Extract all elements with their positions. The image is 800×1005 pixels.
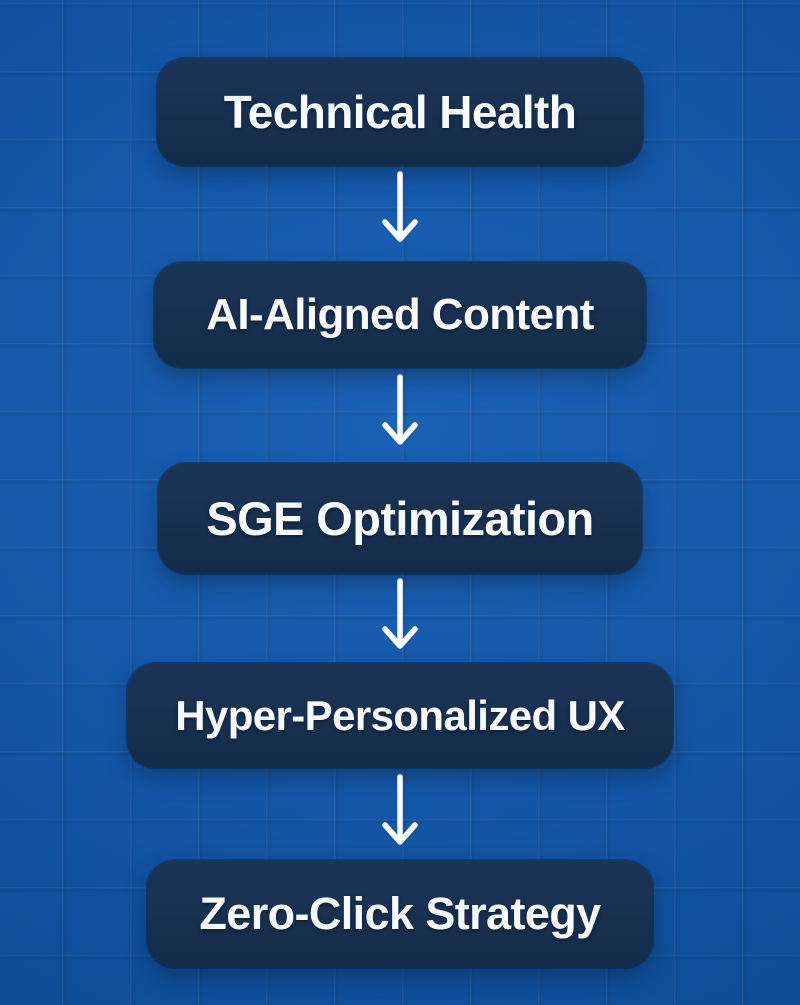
step-box-zero-click-strategy: Zero-Click Strategy	[147, 860, 653, 968]
step-label: Hyper-Personalized UX	[175, 691, 625, 739]
down-arrow-icon	[382, 374, 418, 448]
down-arrow-icon	[382, 578, 418, 652]
step-label: Zero-Click Strategy	[199, 888, 601, 939]
step-box-technical-health: Technical Health	[157, 58, 643, 166]
step-label: SGE Optimization	[206, 492, 594, 545]
step-label: AI-Aligned Content	[206, 290, 594, 339]
down-arrow-icon	[382, 171, 418, 245]
step-box-sge-optimization: SGE Optimization	[158, 463, 642, 574]
step-box-ai-aligned-content: AI-Aligned Content	[154, 262, 646, 368]
step-label: Technical Health	[223, 86, 577, 138]
down-arrow-icon	[382, 774, 418, 848]
step-box-hyper-personalized-ux: Hyper-Personalized UX	[127, 663, 673, 768]
